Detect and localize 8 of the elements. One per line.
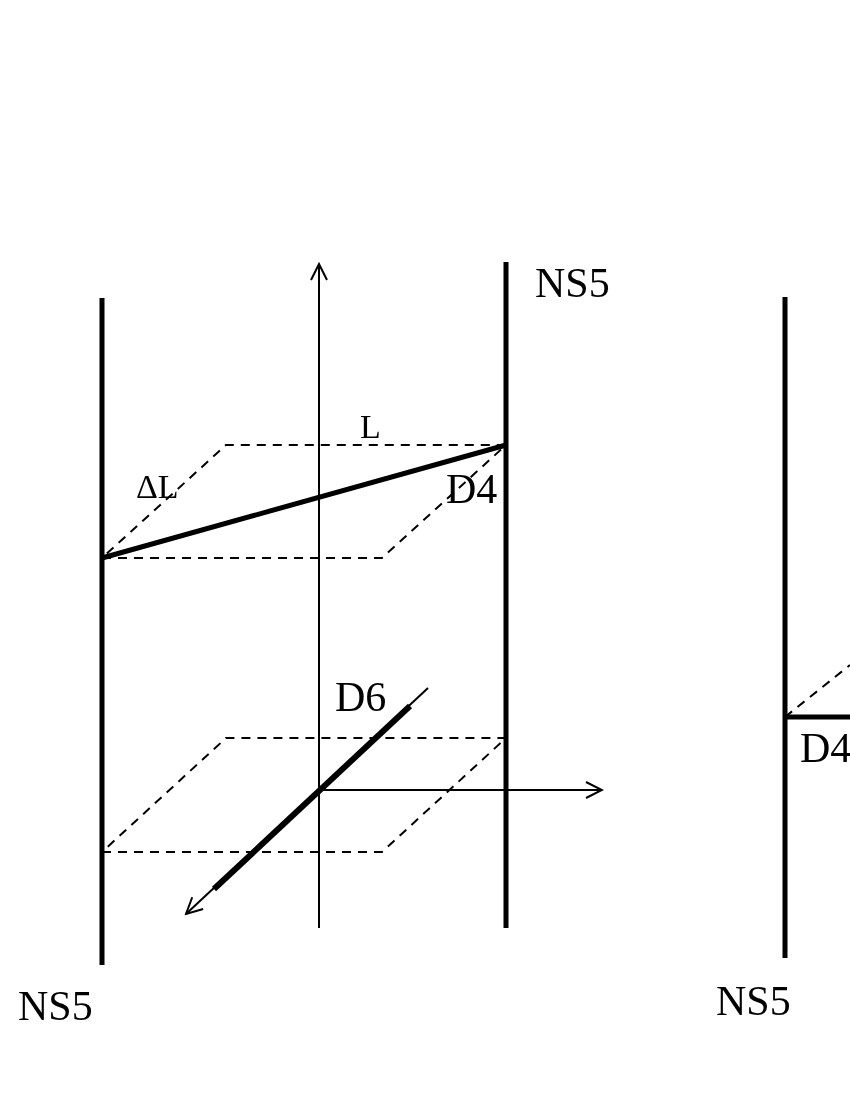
brane-label: NS5 (535, 262, 610, 304)
brane-label: D4 (800, 727, 850, 769)
length-label: L (360, 410, 381, 444)
brane-label: D6 (335, 676, 387, 718)
brane-label: D4 (446, 468, 498, 510)
brane-label: NS5 (18, 985, 93, 1027)
length-label: ΔL (136, 470, 179, 504)
brane-label: NS5 (716, 980, 791, 1022)
